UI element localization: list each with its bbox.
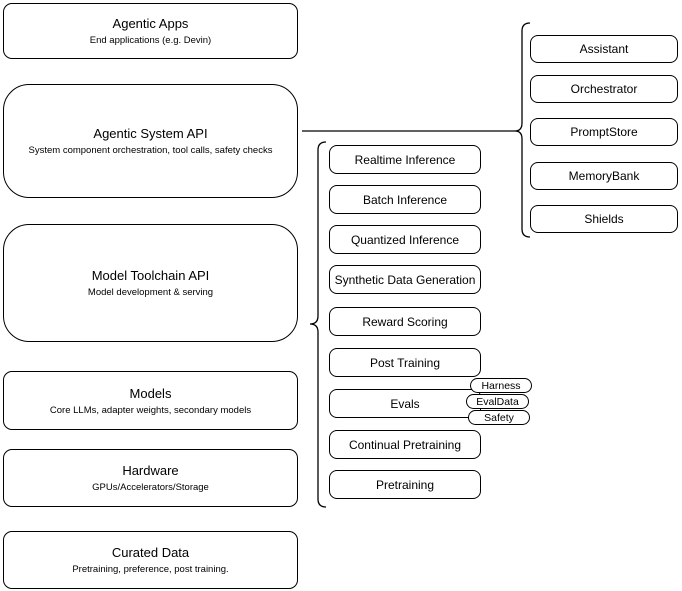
service-box-evals: Evals: [329, 389, 481, 418]
service-box-reward-scoring: Reward Scoring: [329, 307, 481, 336]
component-box-promptstore: PromptStore: [530, 118, 678, 146]
box-model-toolchain-api-subtitle: Model development & serving: [87, 287, 214, 298]
oval-harness: Harness: [470, 378, 532, 393]
service-box-realtime-inference: Realtime Inference: [329, 145, 481, 174]
box-models: Models Core LLMs, adapter weights, secon…: [3, 371, 298, 430]
service-box-quantized-inference: Quantized Inference: [329, 225, 481, 254]
box-hardware-subtitle: GPUs/Accelerators/Storage: [92, 482, 209, 493]
box-agentic-system-api: Agentic System API System component orch…: [3, 84, 298, 198]
box-models-subtitle: Core LLMs, adapter weights, secondary mo…: [49, 404, 252, 416]
service-box-continual-pretraining: Continual Pretraining: [329, 430, 481, 459]
box-agentic-system-api-title: Agentic System API: [93, 126, 208, 141]
box-curated-data-title: Curated Data: [111, 545, 190, 560]
box-agentic-apps: Agentic Apps End applications (e.g. Devi…: [3, 3, 298, 59]
oval-evaldata: EvalData: [466, 394, 529, 409]
box-models-title: Models: [129, 385, 172, 401]
oval-safety: Safety: [468, 410, 530, 425]
brace-system-components: [514, 22, 531, 238]
box-model-toolchain-api-title: Model Toolchain API: [91, 268, 210, 283]
box-curated-data-subtitle: Pretraining, preference, post training.: [72, 564, 229, 575]
service-box-synthetic-data-generation: Synthetic Data Generation: [329, 265, 481, 294]
box-agentic-system-api-subtitle: System component orchestration, tool cal…: [28, 145, 273, 156]
component-box-memorybank: MemoryBank: [530, 162, 678, 190]
component-box-assistant: Assistant: [530, 35, 678, 63]
box-curated-data: Curated Data Pretraining, preference, po…: [3, 531, 298, 589]
brace-toolchain-services: [309, 141, 327, 508]
service-box-batch-inference: Batch Inference: [329, 185, 481, 214]
service-box-pretraining: Pretraining: [329, 470, 481, 499]
box-model-toolchain-api: Model Toolchain API Model development & …: [3, 224, 298, 342]
box-hardware: Hardware GPUs/Accelerators/Storage: [3, 449, 298, 507]
box-hardware-title: Hardware: [122, 463, 179, 478]
service-box-post-training: Post Training: [329, 348, 481, 377]
component-box-orchestrator: Orchestrator: [530, 75, 678, 103]
box-agentic-apps-subtitle: End applications (e.g. Devin): [89, 35, 212, 46]
component-box-shields: Shields: [530, 205, 678, 233]
box-agentic-apps-title: Agentic Apps: [112, 16, 189, 31]
